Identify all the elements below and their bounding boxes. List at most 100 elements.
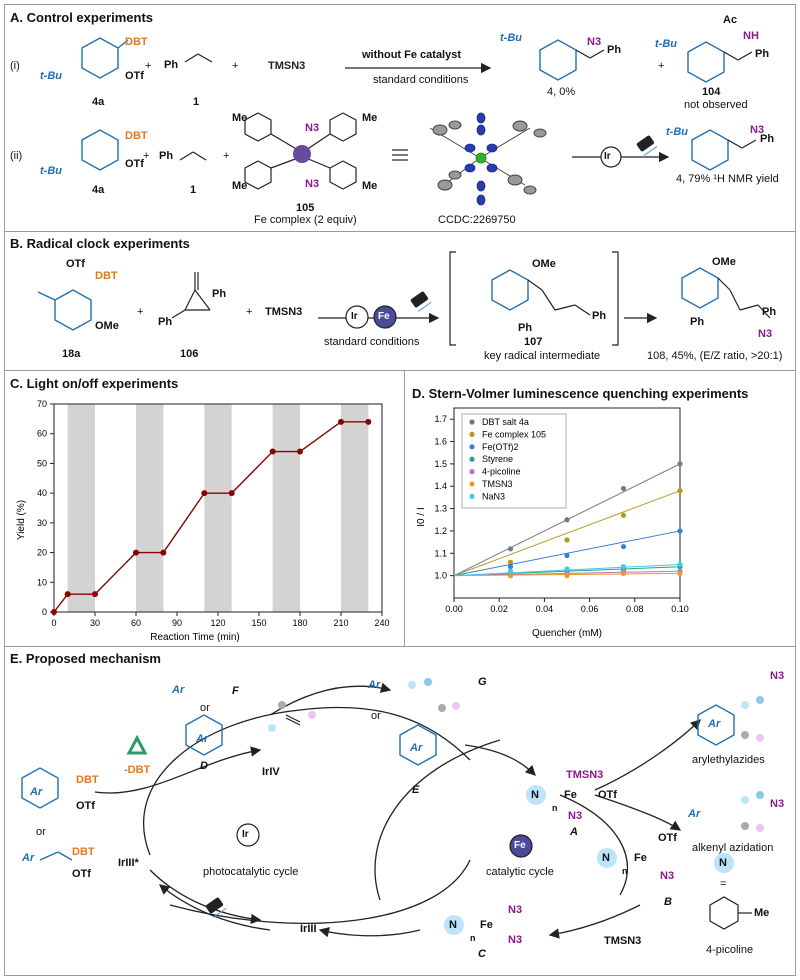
catalytic-cycle-label: catalytic cycle [486,866,554,878]
chart-c-xtick-label: 120 [210,618,225,628]
n3-top-A: TMSN3 [566,769,604,781]
chart-c-point [338,418,344,425]
chart-d-point-1 [620,512,627,518]
label-C: C [478,948,486,960]
section-title-a: A. Control experiments [10,10,154,25]
chart-d-legend-label-6: NaN3 [482,491,505,501]
N-label-A: N [531,789,539,801]
plus-3: + [658,60,665,72]
chart-d-point-6 [677,561,683,568]
chart-d-ytick-label: 1.0 [434,571,447,581]
key-intermediate-label: key radical intermediate [484,350,601,362]
product-104-structure [687,41,725,83]
chart-d-legend-marker-4 [469,469,475,475]
chart-c-shade-band-1 [136,404,164,612]
chart-d-legend-marker-3 [469,456,475,462]
aryl-dbt-4a-structure [81,37,129,79]
arylethylazides-label: arylethylazides [692,754,765,766]
photocatalytic-cycle-arc [143,706,471,924]
fe-catalyst-badge-b [373,305,397,329]
chart-c-xtick-label: 30 [90,618,100,628]
crystal-structure-image [429,112,547,206]
n3-bottom-105: N3 [305,178,320,190]
chart-c-shade-band-3 [272,404,300,612]
arrow-bottom-label-b: standard conditions [324,336,420,348]
n-label-A: n [552,803,558,813]
me-label-1: Me [232,112,248,124]
chart-d-point-5 [677,570,683,577]
recycle-icon [126,734,148,755]
tmsn3-label-e: TMSN3 [604,935,642,947]
chart-d-xtick-label: 0.04 [536,604,554,614]
aryl-radical-D-structure [185,714,223,756]
ar-label-alkenyl: Ar [688,808,701,820]
chart-c-shade-band-2 [204,404,232,612]
chart-c-xtick-label: 60 [131,618,141,628]
plus-6: + [137,306,144,318]
fe-badge-e [509,834,533,858]
chart-c-point [92,591,98,598]
chart-d-ytick-label: 1.4 [434,481,447,491]
chart-d-xlabel: Quencher (mM) [532,628,602,639]
styrene-1-structure [184,53,213,63]
chart-c-point [297,448,303,455]
chart-c-xtick-label: 180 [292,618,307,628]
ligand-N-legend [714,853,734,873]
ar-label-G: Ar [368,679,381,691]
chart-c-point [365,418,372,425]
otf-label-ii: OTf [125,158,144,170]
lamp-icon-e [205,897,227,918]
ph-label-108a: Ph [690,316,705,328]
chart-d-legend-label-0: DBT salt 4a [482,417,529,427]
fe-text-b: Fe [378,311,390,322]
chart-d-point-5 [620,570,627,577]
cmpd-4a-ii: 4a [92,184,105,196]
product-4-yield0: 4, 0% [547,86,576,98]
section-title-d: D. Stern-Volmer luminescence quenching e… [412,386,749,401]
chart-d-point-1 [677,488,683,494]
cmpd-104: 104 [702,86,721,98]
section-title-b: B. Radical clock experiments [10,236,190,251]
fe-label-A: Fe [564,789,577,801]
not-observed: not observed [684,99,748,111]
chart-d-xtick-label: 0.02 [490,604,508,614]
ligand-N-C [444,915,464,935]
chart-d-xtick-label: 0.10 [671,604,689,614]
divider-c-d [404,370,405,646]
N-label-C: N [449,919,457,931]
chart-d-point-1 [564,537,570,543]
or-label-2: or [371,710,381,722]
lamp-icon-b [410,291,432,312]
chart-c-xtick-label: 150 [251,618,266,628]
chart-d-legend-label-2: Fe(OTf)2 [482,442,519,452]
ar-label-dbt: Ar [30,786,43,798]
intermediate-bracket [449,251,619,346]
plus-4: + [143,150,150,162]
ir-text-a: Ir [604,151,611,162]
dbt-label-18a: DBT [95,270,118,282]
dbt-label-i: DBT [125,36,148,48]
ir-catalyst-badge-b [345,305,369,329]
product-4-yield79: 4, 79% ¹H NMR yield [676,173,779,185]
tbu-label-i: t-Bu [40,70,62,82]
cmpd-107: 107 [524,336,543,348]
ph-label-107b: Ph [592,310,607,322]
figure-frame [4,4,796,976]
chart-d-ylabel: I0 / I [416,507,427,526]
ph-label-108b: Ph [762,306,777,318]
chart-c-point [201,490,208,497]
chart-c-point [160,549,167,556]
ccdc-label: CCDC:2269750 [438,214,516,226]
plus-7: + [246,306,253,318]
n-label-C: n [470,933,476,943]
ir-iii-star-label: IrIII* [118,857,139,869]
ac-label-104: Ac [723,14,738,26]
ir-iv-label: IrIV [262,766,280,778]
product-108-label: 108, 45%, (E/Z ratio, >20:1) [647,350,783,362]
row-label-ii: (ii) [10,150,23,162]
chart-d-point-6 [564,566,570,572]
tmsn3-label-i: TMSN3 [268,60,306,72]
lamp-icon-a [636,135,658,156]
divider-b-cd [4,370,796,371]
